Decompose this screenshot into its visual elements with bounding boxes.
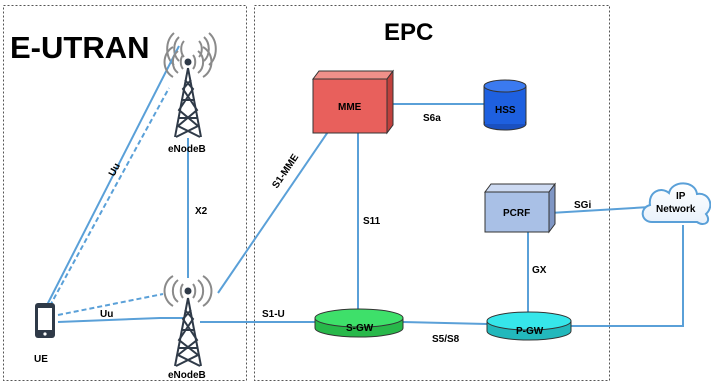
pgw-node [486,311,572,341]
eutran-region [3,5,247,381]
uu-link-top-dashed [45,87,170,314]
x2-label: X2 [195,206,208,217]
sgw-label: S-GW [346,323,374,334]
ue-label: UE [34,354,48,365]
gx-label: GX [532,265,547,276]
enodeb-bottom-tower [163,275,213,367]
pcrf-node [484,182,556,234]
s1-mme-link [217,122,335,294]
mme-label: MME [338,102,362,113]
enodeb-top-label: eNodeB [168,144,206,155]
s11-label: S11 [363,216,381,227]
interface-links [45,45,684,327]
pcrf-label: PCRF [503,208,530,219]
s1-mme-label: S1-MME [270,152,301,191]
epc-region [254,5,610,381]
sgi-label: SGi [574,200,591,211]
sgi-link [549,206,651,214]
antenna-signal-icon [163,46,213,78]
pgw-to-ip-link [571,225,684,327]
epc-title: EPC [384,19,433,46]
uu-bottom-label: Uu [100,309,113,320]
uu-link-top [45,45,180,308]
pgw-label: P-GW [516,326,544,337]
uu-link-bottom [57,317,185,323]
hss-node [483,79,527,131]
ue-phone-icon [35,303,55,338]
radio-waves-icon [166,32,217,66]
mme-node [312,69,394,135]
s1-u-label: S1-U [262,309,285,320]
enodeb-top-tower [163,46,213,138]
s5-s8-label: S5/S8 [432,334,460,345]
eutran-title: E-UTRAN [10,30,150,65]
s6a-label: S6a [423,113,441,124]
s5-s8-link [402,321,488,325]
ip-network-cloud-icon [641,182,711,225]
enodeb-bottom-label: eNodeB [168,370,206,381]
hss-label: HSS [495,105,516,116]
sgw-node [314,308,404,338]
ip-network-label-line1: IP [676,191,686,202]
ip-network-label-line2: Network [656,204,696,215]
antenna-signal-icon [163,275,213,307]
uu-link-bottom-dashed [57,293,164,316]
